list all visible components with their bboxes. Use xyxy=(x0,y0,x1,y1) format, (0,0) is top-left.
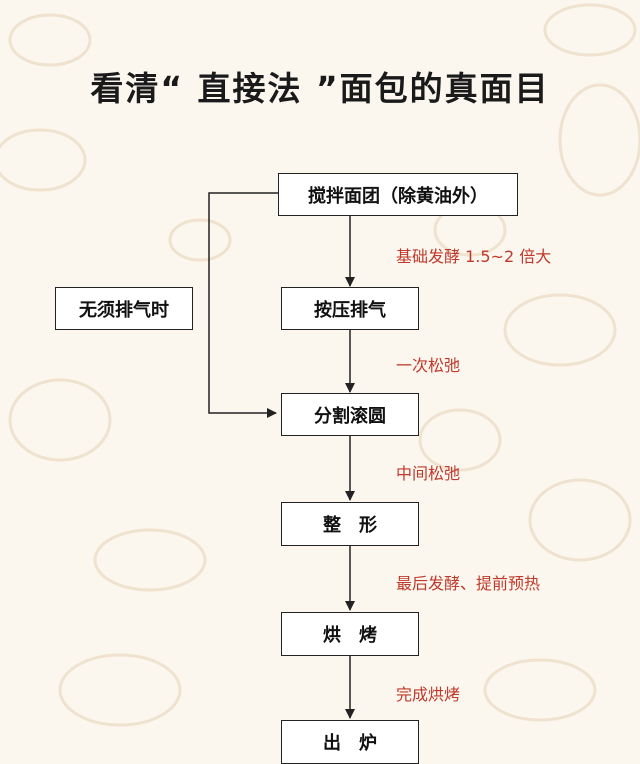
step-label-bulk-ferment: 基础发酵 1.5~2 倍大 xyxy=(396,247,552,266)
step-label-first-rest: 一次松弛 xyxy=(396,356,461,375)
node-no-punch-needed: 无须排气时 xyxy=(55,287,193,330)
node-mix-dough: 搅拌面团（除黄油外） xyxy=(278,173,518,216)
node-divide-round: 分割滚圆 xyxy=(281,393,419,436)
step-label-final-proof: 最后发酵、提前预热 xyxy=(396,574,541,593)
node-out-of-oven: 出 炉 xyxy=(281,720,419,764)
bypass-connector xyxy=(208,192,278,418)
step-label-bench-rest: 中间松弛 xyxy=(396,464,461,483)
node-bake: 烘 烤 xyxy=(281,612,419,656)
step-label-finish-baking: 完成烘烤 xyxy=(396,685,461,704)
node-shape: 整 形 xyxy=(281,502,419,546)
node-punch-down: 按压排气 xyxy=(281,287,419,330)
page-title: 看清“ 直接法 ”面包的真面目 xyxy=(90,69,550,108)
